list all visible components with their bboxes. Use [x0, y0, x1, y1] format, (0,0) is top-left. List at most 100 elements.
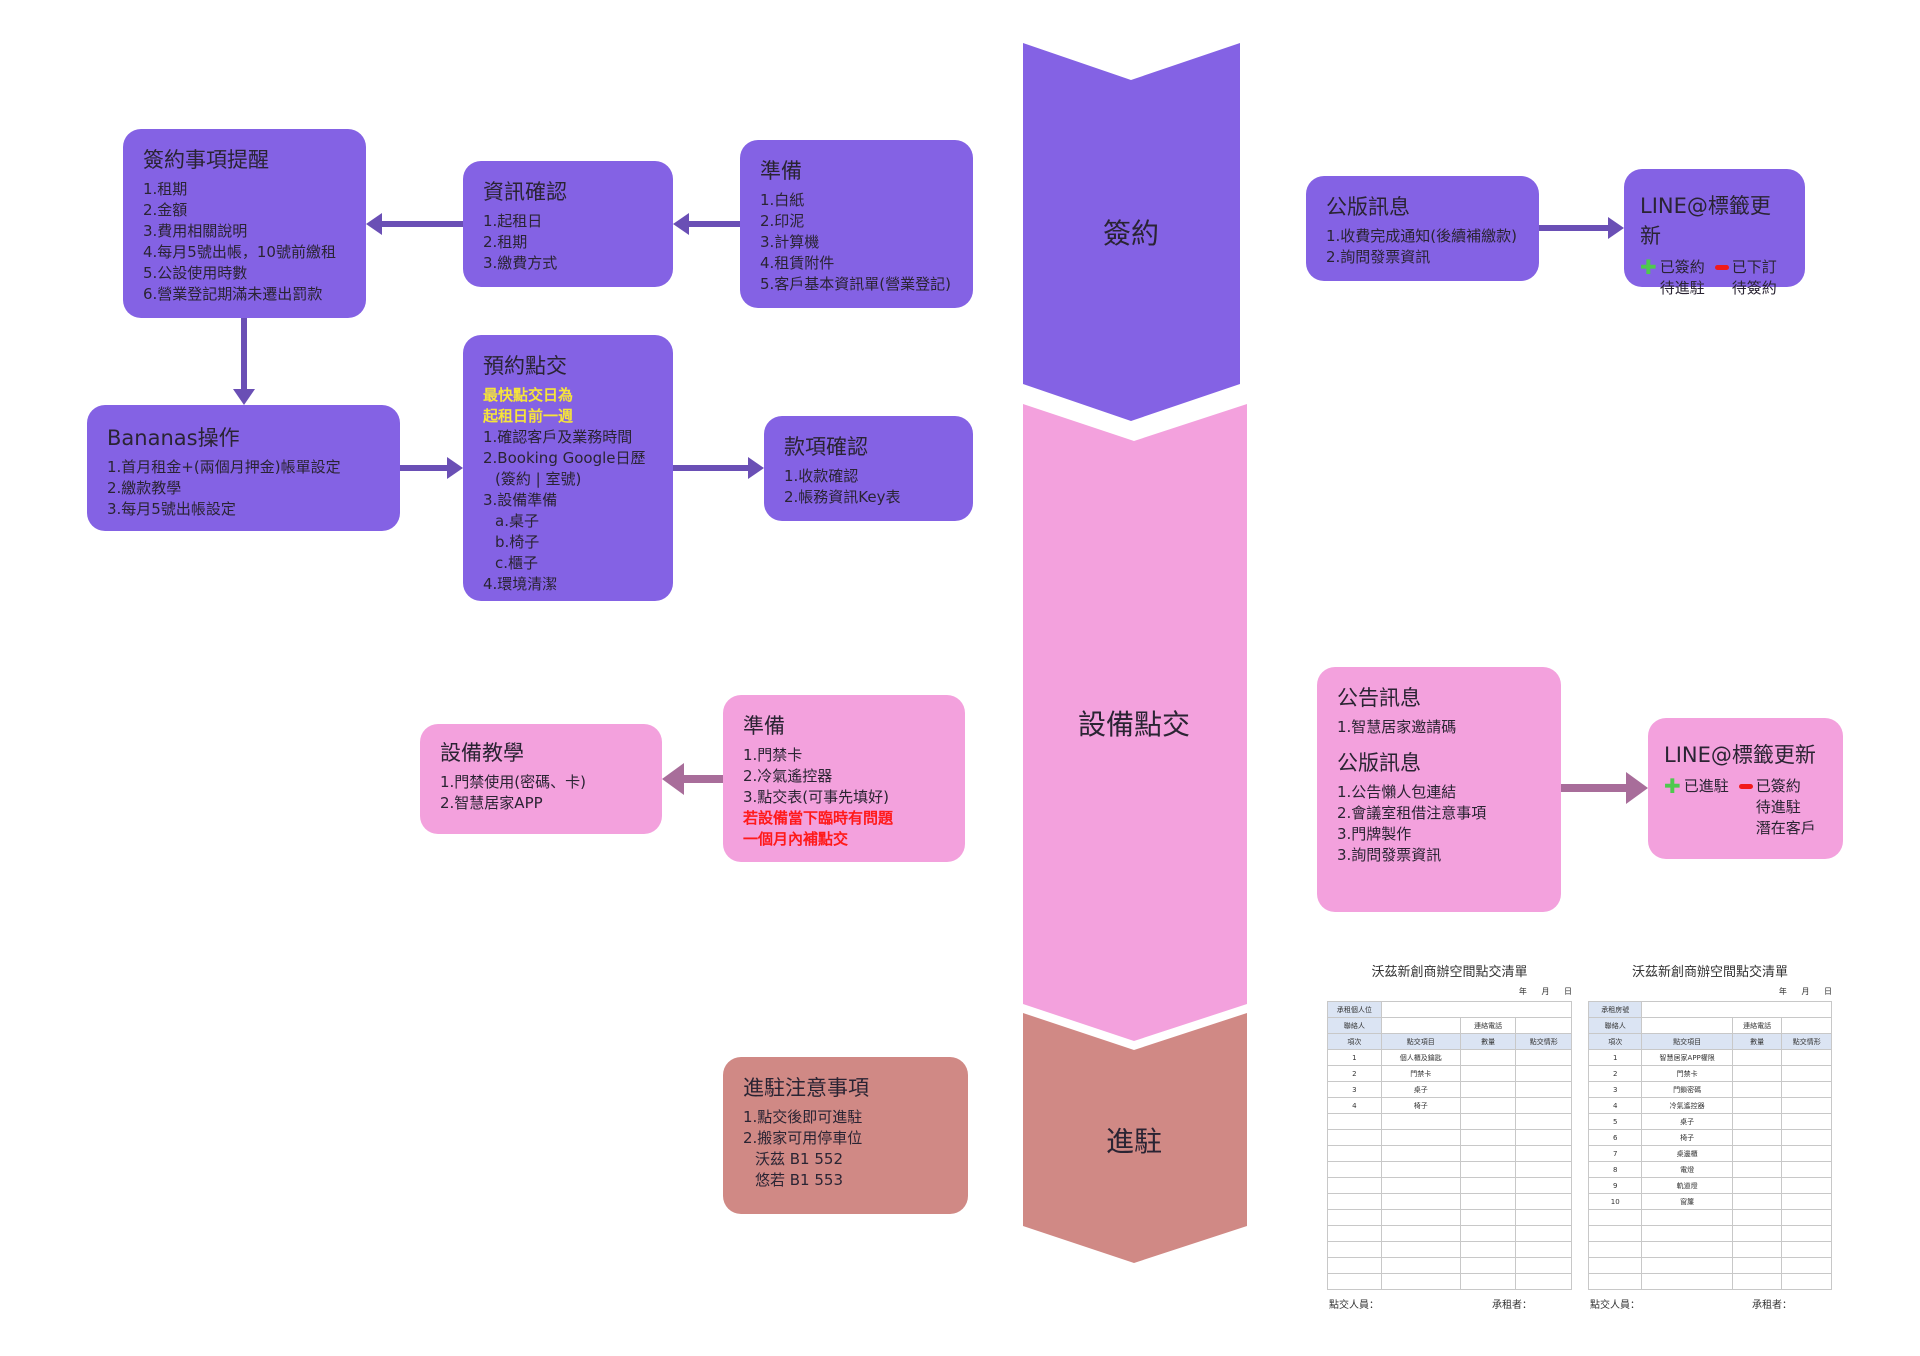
box-item: 悠若 B1 553 — [755, 1171, 844, 1189]
cell-qty — [1731, 1241, 1783, 1258]
handover-checklist-1: 沃茲新創商辦空間點交清單年 月 日承租個人位聯絡人連絡電話項次點交項目數量點交情… — [1327, 961, 1573, 1311]
public-msg-item: 1.公告懶人包連結 — [1337, 783, 1457, 801]
stage-label-sign: 簽約 — [1102, 217, 1160, 250]
cell-index — [1587, 1257, 1643, 1274]
cell-item — [1380, 1145, 1461, 1162]
box-item: 2.智慧居家APP — [440, 794, 543, 812]
cell-index — [1327, 1129, 1382, 1146]
cell-value — [1781, 1017, 1832, 1034]
cell-qty — [1731, 1097, 1783, 1114]
column-header: 數量 — [1731, 1033, 1783, 1050]
table-row — [1327, 1193, 1572, 1210]
cell-status — [1515, 1193, 1572, 1210]
box-item: 2.印泥 — [760, 212, 805, 230]
cell-status — [1781, 1097, 1832, 1114]
box-item: 3.繳費方式 — [483, 254, 558, 272]
cell-qty — [1731, 1081, 1783, 1098]
box-title: 準備 — [760, 159, 802, 183]
cell-index: 4 — [1327, 1097, 1382, 1114]
table-header-row: 項次點交項目數量點交情形 — [1587, 1033, 1832, 1050]
sheet-title: 沃茲新創商辦空間點交清單 — [1371, 965, 1528, 980]
cell-status — [1515, 1065, 1572, 1082]
cell-status — [1781, 1145, 1832, 1162]
cell-item — [1380, 1113, 1461, 1130]
cell-item: 窗簾 — [1641, 1193, 1733, 1210]
cell-item — [1380, 1257, 1461, 1274]
cell-index: 8 — [1587, 1161, 1643, 1178]
cell-qty — [1459, 1273, 1517, 1290]
cell-qty — [1459, 1193, 1517, 1210]
cell-status — [1515, 1177, 1572, 1194]
cell-qty — [1459, 1225, 1517, 1242]
table-row: 承租個人位 — [1327, 1001, 1573, 1018]
cell-item: 門鎖密碼 — [1641, 1081, 1733, 1098]
box-title: Bananas操作 — [107, 426, 240, 450]
box-title: 公版訊息 — [1326, 195, 1410, 219]
cell-index: 2 — [1587, 1065, 1643, 1082]
cell-item: 軌道燈 — [1641, 1177, 1733, 1194]
cell-qty — [1731, 1225, 1783, 1242]
cell-qty — [1459, 1257, 1517, 1274]
cell-status — [1515, 1257, 1572, 1274]
cell-label: 連絡電話 — [1731, 1017, 1783, 1034]
cell-qty — [1731, 1193, 1783, 1210]
box-item: 2.帳務資訊Key表 — [784, 488, 901, 506]
cell-value — [1641, 1017, 1733, 1034]
box-item: 若設備當下臨時有問題 — [743, 809, 894, 827]
box-item: 1.收費完成通知(後續補繳款) — [1326, 227, 1518, 245]
cell-item — [1380, 1161, 1461, 1178]
cell-status — [1781, 1113, 1832, 1130]
cell-qty — [1459, 1145, 1517, 1162]
stage-chevron-handover — [1023, 404, 1247, 1041]
box-item: (簽約 | 室號) — [495, 470, 582, 488]
cell-status — [1515, 1225, 1572, 1242]
cell-status — [1515, 1241, 1572, 1258]
table-row — [1327, 1161, 1572, 1178]
table-row — [1327, 1113, 1572, 1130]
tag-add: 已簽約 待進駐 — [1659, 258, 1705, 297]
cell-label: 連絡電話 — [1459, 1017, 1517, 1034]
line-sign-title: LINE@標籤更新 — [1640, 194, 1771, 248]
cell-status — [1515, 1049, 1572, 1066]
cell-status — [1515, 1145, 1572, 1162]
cell-status — [1781, 1129, 1832, 1146]
box-item: 2.詢問發票資訊 — [1326, 248, 1431, 266]
cell-value — [1380, 1001, 1573, 1018]
cell-qty — [1731, 1145, 1783, 1162]
cell-status — [1515, 1209, 1572, 1226]
box-title: 進駐注意事項 — [743, 1076, 869, 1100]
box-item: 4.每月5號出帳，10號前繳租 — [143, 243, 336, 261]
cell-status — [1781, 1177, 1832, 1194]
cell-status — [1515, 1097, 1572, 1114]
cell-label: 承租個人位 — [1327, 1001, 1382, 1018]
arrowhead — [366, 213, 382, 235]
cell-index — [1327, 1273, 1382, 1290]
box-item: 3.費用相關說明 — [143, 222, 248, 240]
cell-item: 個人櫃及鑰匙 — [1380, 1049, 1461, 1066]
table-row — [1327, 1145, 1572, 1162]
minus-icon — [1738, 784, 1753, 789]
table-row — [1587, 1241, 1832, 1258]
table-row — [1327, 1225, 1572, 1242]
arrowhead — [1608, 217, 1624, 239]
cell-index: 5 — [1587, 1113, 1643, 1130]
box-item: b.椅子 — [495, 533, 540, 551]
cell-index — [1327, 1257, 1382, 1274]
column-header: 數量 — [1459, 1033, 1517, 1050]
cell-item: 門禁卡 — [1641, 1065, 1733, 1082]
table-row — [1327, 1177, 1572, 1194]
box-item: 最快點交日為 — [483, 386, 574, 404]
cell-index — [1327, 1225, 1382, 1242]
cell-index — [1587, 1225, 1643, 1242]
cell-value — [1380, 1017, 1461, 1034]
cell-index: 2 — [1327, 1065, 1382, 1082]
